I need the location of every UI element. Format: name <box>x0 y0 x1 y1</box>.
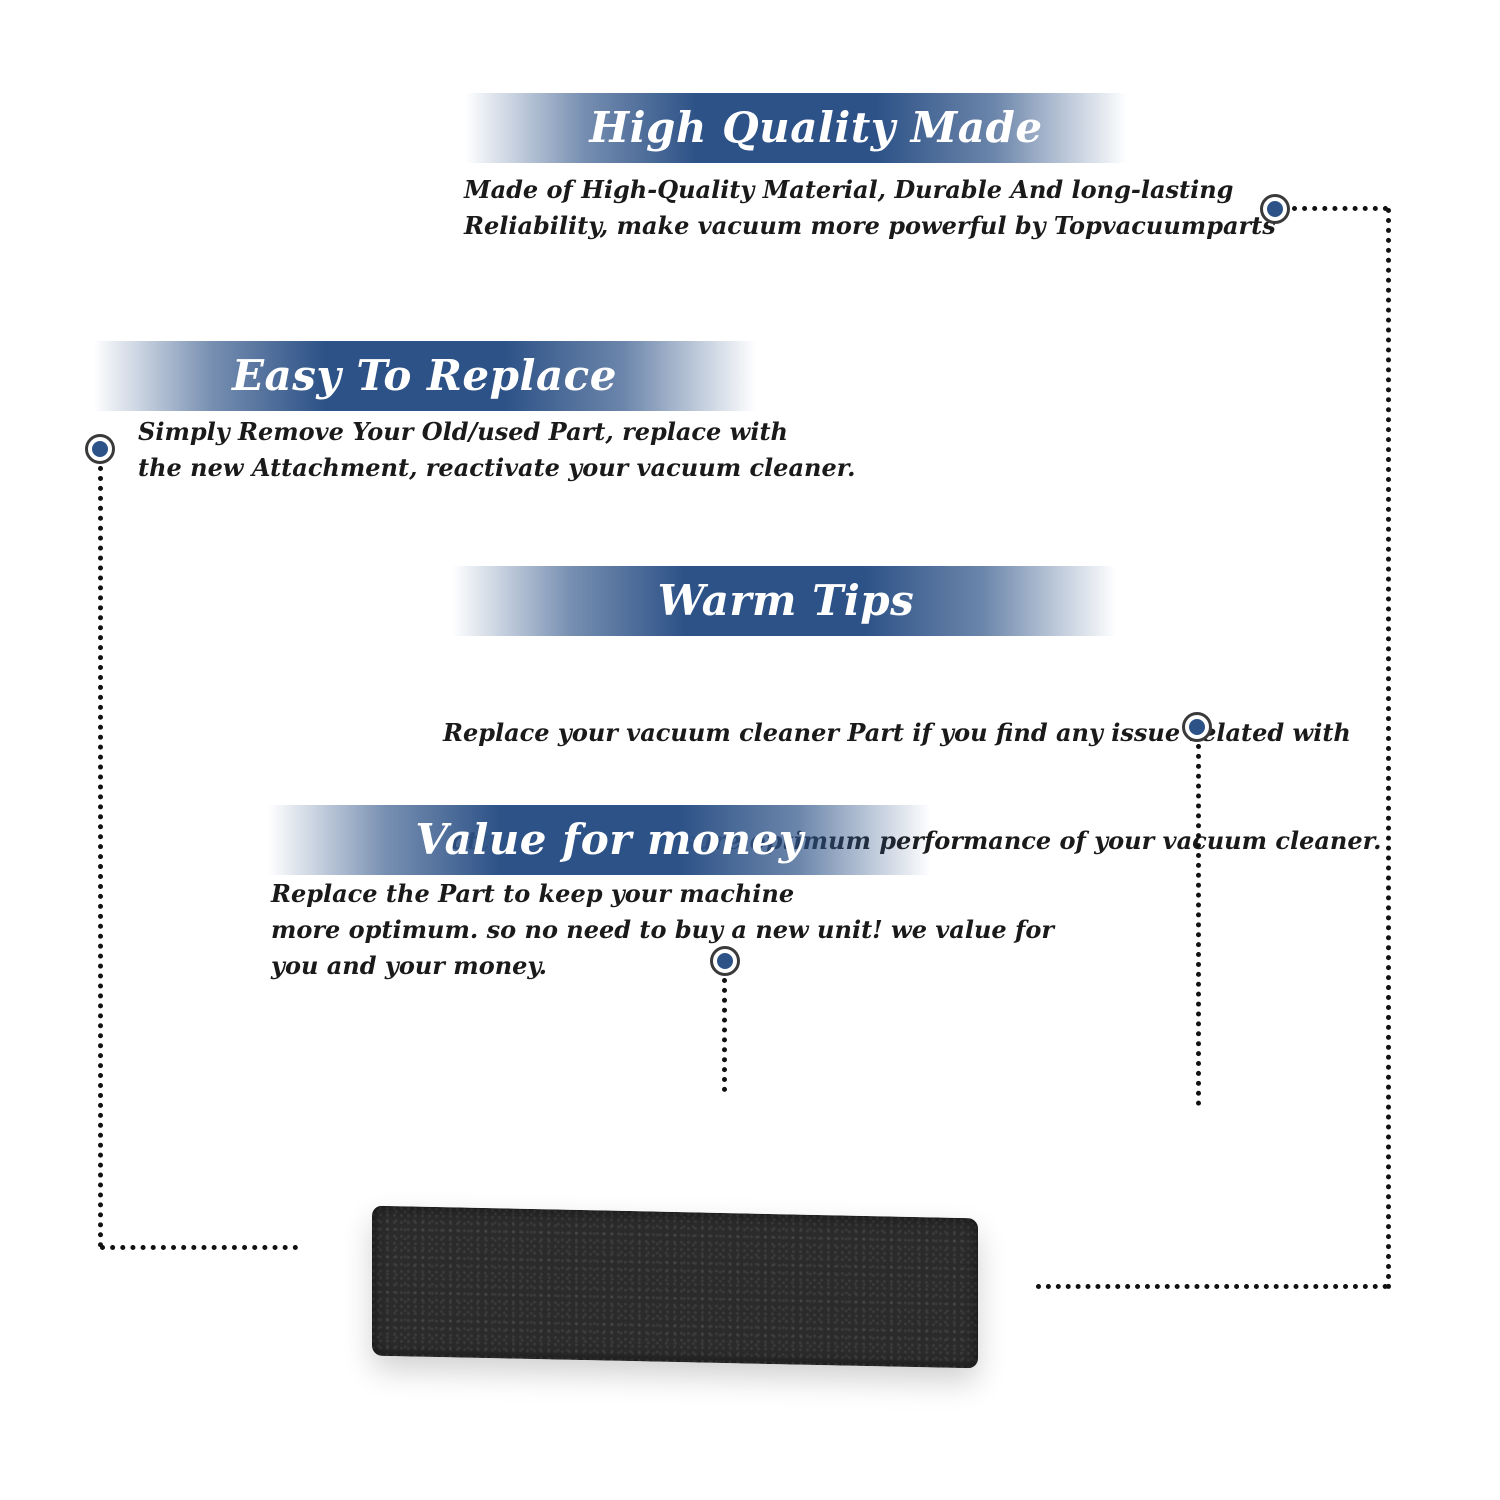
description-line: the new Attachment, reactivate your vacu… <box>138 453 856 482</box>
heading-value-money: Value for money <box>415 815 804 864</box>
heading-high-quality: High Quality Made <box>589 103 1043 152</box>
description-line: Replace the Part to keep your machine <box>271 879 795 908</box>
heading-easy-replace: Easy To Replace <box>232 351 617 400</box>
connector-tips-drop <box>1196 744 1201 1106</box>
banner-value-money: Value for money <box>268 805 931 875</box>
description-line: more optimum. so no need to buy a new un… <box>271 915 1054 944</box>
description-line: Reliability, make vacuum more powerful b… <box>464 211 1276 240</box>
target-dot-icon <box>710 946 740 976</box>
description-high-quality: Made of High-Quality Material, Durable A… <box>464 172 1276 244</box>
description-value-money: Replace the Part to keep your machine mo… <box>271 876 1054 984</box>
connector-replace-left <box>98 466 103 1248</box>
foam-filter-image <box>372 1205 978 1369</box>
banner-high-quality: High Quality Made <box>465 93 1127 163</box>
target-dot-icon <box>85 434 115 464</box>
connector-quality-top <box>1292 206 1388 211</box>
connector-quality-bottom <box>1036 1284 1388 1289</box>
description-line: Simply Remove Your Old/used Part, replac… <box>138 417 788 446</box>
connector-replace-bottom <box>100 1245 298 1250</box>
connector-quality-right <box>1386 208 1391 1290</box>
heading-warm-tips: Warm Tips <box>657 576 915 625</box>
connector-value-drop <box>722 978 727 1092</box>
target-dot-icon <box>1260 194 1290 224</box>
description-easy-replace: Simply Remove Your Old/used Part, replac… <box>138 414 856 486</box>
banner-easy-replace: Easy To Replace <box>93 341 756 411</box>
target-dot-icon <box>1182 712 1212 742</box>
description-line: Made of High-Quality Material, Durable A… <box>464 175 1234 204</box>
description-line: you and your money. <box>271 951 547 980</box>
banner-warm-tips: Warm Tips <box>452 566 1116 636</box>
description-line: Replace your vacuum cleaner Part if you … <box>443 718 1351 747</box>
